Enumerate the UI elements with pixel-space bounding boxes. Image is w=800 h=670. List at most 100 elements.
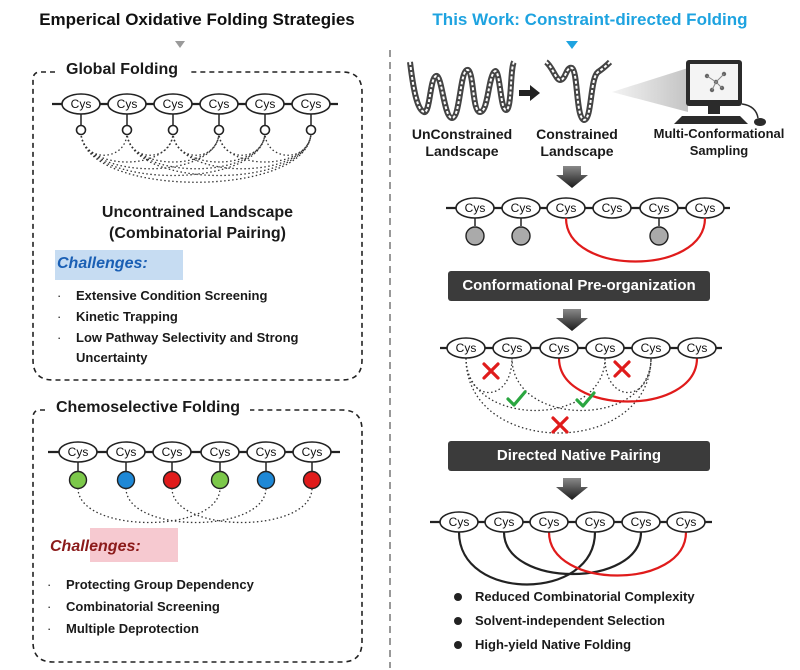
chemoselective-heading: Chemoselective Folding — [52, 399, 245, 417]
right-column-title: This Work: Constraint-directed Folding — [432, 10, 748, 29]
selection-arc-1 — [465, 357, 513, 394]
global-pairing-arc-3-6 — [172, 131, 312, 170]
constrained-landscape-graphic — [544, 59, 613, 124]
global-cys-label-4: Cys — [209, 97, 230, 111]
global-pairing-arc-1-2 — [80, 131, 128, 156]
native-cys-label-2: Cys — [494, 515, 515, 529]
global-pairing-arc-1-4 — [80, 131, 220, 170]
native-cys-5 — [621, 511, 661, 533]
global-pairing-arc-4-6 — [218, 131, 312, 163]
chemo-cys-label-6: Cys — [302, 445, 323, 459]
global-bullet-3: · — [57, 330, 62, 345]
chemo-protected-bead-3 — [162, 470, 182, 490]
chemo-protected-bead-6 — [302, 470, 322, 490]
down-arrow-icon-3 — [556, 478, 588, 500]
global-bullet-text-2: Kinetic Trapping — [76, 309, 178, 324]
preorg-bead-2 — [511, 226, 531, 246]
selection-cys-label-6: Cys — [687, 341, 708, 355]
chemo-challenges-label: Challenges: — [50, 538, 141, 555]
global-thiol-3 — [167, 124, 179, 136]
chemo-cys-label-5: Cys — [256, 445, 277, 459]
native-cys-6 — [666, 511, 706, 533]
global-thiol-1 — [75, 124, 87, 136]
native-cys-label-3: Cys — [539, 515, 560, 529]
global-cys-label-1: Cys — [71, 97, 92, 111]
native-cys-2 — [484, 511, 524, 533]
selection-cys-2 — [492, 337, 532, 359]
chemo-protected-bead-2 — [116, 470, 136, 490]
preorg-cys-label-1: Cys — [465, 201, 486, 215]
global-bullet-text-3: Low Pathway Selectivity and Strong — [76, 330, 299, 345]
computer-icon — [674, 60, 766, 126]
reject-cross-icon-1 — [482, 362, 500, 380]
global-pairing-arc-2-3 — [126, 131, 174, 156]
selection-cys-label-1: Cys — [456, 341, 477, 355]
global-bullet-text-1: Extensive Condition Screening — [76, 288, 268, 303]
selection-cys-label-2: Cys — [502, 341, 523, 355]
preorg-cys-label-6: Cys — [695, 201, 716, 215]
global-pairing-arc-4-5 — [218, 131, 266, 156]
constrained-label-line2: Landscape — [540, 143, 614, 159]
right-bullet-text-2: Solvent-independent Selection — [475, 613, 665, 628]
reject-cross-icon-2 — [613, 360, 631, 378]
preorg-constraint-bond — [564, 217, 707, 263]
selection-cys-label-3: Cys — [549, 341, 570, 355]
right-bullet-text-3: High-yield Native Folding — [475, 637, 632, 652]
chemo-bullet-3: · — [47, 621, 52, 636]
global-pairing-arc-3-4 — [172, 131, 220, 156]
sampling-label-line2: Sampling — [689, 143, 749, 158]
selection-arc-5 — [604, 357, 652, 394]
native-cys-label-4: Cys — [585, 515, 606, 529]
preorg-cys-label-2: Cys — [511, 201, 532, 215]
selection-cys-6 — [677, 337, 717, 359]
global-pairing-arc-5-6 — [264, 131, 312, 156]
chemo-pair-arc-2 — [125, 487, 267, 524]
right-bullet-dot-3 — [454, 641, 462, 649]
conformational-preorganization-banner: Conformational Pre-organization — [448, 271, 710, 301]
native-cys-3 — [529, 511, 569, 533]
selection-cys-1 — [446, 337, 486, 359]
chemo-bullet-text-2: Combinatorial Screening — [66, 599, 220, 614]
accept-check-icon-2 — [575, 391, 596, 408]
preorg-cys-label-4: Cys — [602, 201, 623, 215]
native-cys-4 — [575, 511, 615, 533]
global-challenges-label: Challenges: — [57, 255, 148, 272]
global-cys-label-6: Cys — [301, 97, 322, 111]
chemo-cys-label-2: Cys — [116, 445, 137, 459]
selection-cys-5 — [631, 337, 671, 359]
preorg-bead-5 — [649, 226, 669, 246]
chemoselective-box — [32, 409, 363, 663]
preorg-bead-1 — [465, 226, 485, 246]
selection-arc-3 — [511, 357, 652, 411]
global-challenges-highlight — [55, 250, 183, 280]
global-bullet-1: · — [57, 288, 62, 303]
global-bullet-2: · — [57, 309, 62, 324]
preorg-cys-4 — [592, 197, 632, 219]
sampling-label-line1: Multi-Conformational — [653, 126, 785, 141]
native-cys-label-1: Cys — [449, 515, 470, 529]
left-header-pointer — [175, 41, 185, 48]
chemo-protected-bead-4 — [210, 470, 230, 490]
native-constraint-bond — [547, 531, 688, 577]
global-bullet-text-3-cont: Uncertainty — [76, 350, 148, 365]
chemo-protected-bead-5 — [256, 470, 276, 490]
global-thiol-4 — [213, 124, 225, 136]
unconstrained-label-line1: UnConstrained — [411, 126, 513, 142]
global-pairing-arc-2-5 — [126, 131, 266, 170]
reject-cross-icon-3 — [551, 416, 569, 434]
unconstrained-landscape-graphic — [407, 60, 517, 122]
right-header-pointer — [566, 41, 578, 49]
selection-cys-4 — [585, 337, 625, 359]
selection-constraint-bond — [557, 357, 699, 403]
selection-cys-label-4: Cys — [595, 341, 616, 355]
landscape-arrow — [519, 85, 540, 101]
preorg-cys-label-5: Cys — [649, 201, 670, 215]
global-folding-heading: Global Folding — [62, 61, 182, 79]
accept-check-icon-1 — [506, 390, 527, 407]
global-cys-label-5: Cys — [255, 97, 276, 111]
